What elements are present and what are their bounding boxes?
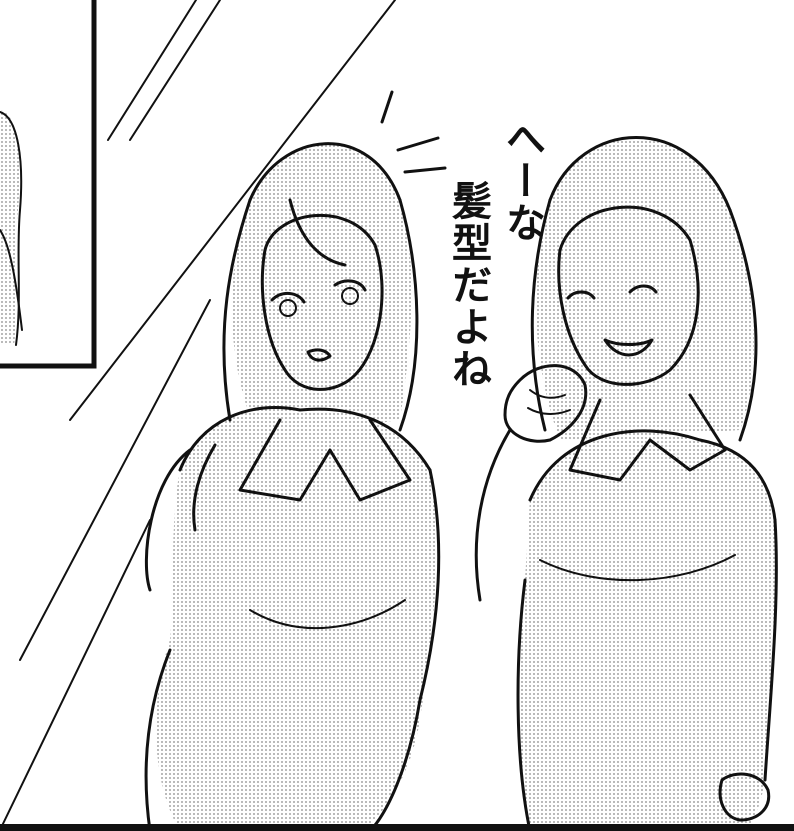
left-girl-figure: [144, 142, 441, 831]
dialogue-line-1: へーな: [499, 118, 545, 244]
mirror-edge-lines: [0, 0, 396, 831]
dialogue-line-2: 髪型だよね: [445, 180, 491, 390]
inset-frame: [0, 0, 97, 369]
right-girl-figure: [474, 136, 778, 831]
panel-bottom-border: [0, 824, 794, 831]
surprise-lines-icon: [380, 90, 447, 174]
